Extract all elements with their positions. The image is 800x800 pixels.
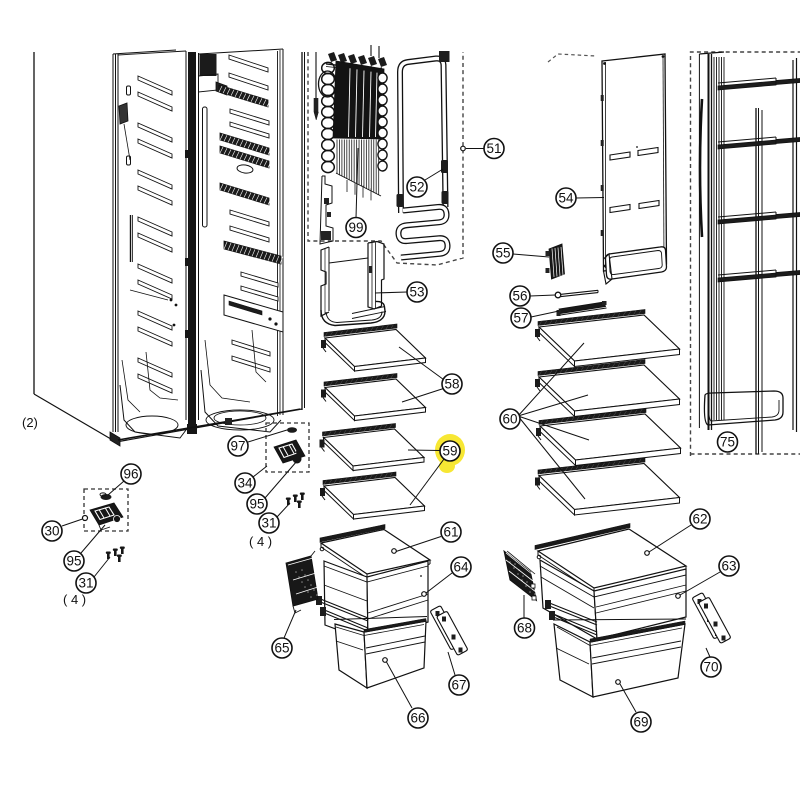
svg-text:57: 57 (513, 311, 528, 326)
svg-text:61: 61 (443, 525, 458, 540)
svg-text:68: 68 (517, 621, 532, 636)
svg-text:95: 95 (66, 554, 81, 569)
svg-text:67: 67 (451, 678, 466, 693)
svg-text:( 4 ): ( 4 ) (63, 592, 86, 607)
svg-text:34: 34 (237, 476, 253, 491)
svg-text:66: 66 (410, 711, 425, 726)
svg-text:(2): (2) (22, 415, 38, 430)
svg-text:30: 30 (44, 524, 59, 539)
svg-text:65: 65 (274, 641, 289, 656)
svg-text:99: 99 (348, 220, 363, 235)
svg-text:59: 59 (442, 444, 457, 459)
svg-text:60: 60 (502, 412, 517, 427)
svg-text:96: 96 (123, 467, 138, 482)
svg-text:97: 97 (230, 439, 245, 454)
svg-text:58: 58 (444, 377, 459, 392)
svg-text:62: 62 (692, 512, 707, 527)
svg-text:54: 54 (558, 191, 574, 206)
svg-text:63: 63 (721, 559, 736, 574)
svg-text:31: 31 (78, 576, 93, 591)
svg-text:31: 31 (261, 516, 276, 531)
svg-text:53: 53 (409, 285, 424, 300)
svg-text:64: 64 (453, 560, 469, 575)
svg-text:70: 70 (703, 660, 718, 675)
svg-text:( 4 ): ( 4 ) (249, 534, 272, 549)
svg-text:52: 52 (409, 180, 424, 195)
svg-text:75: 75 (720, 435, 735, 450)
svg-text:56: 56 (512, 289, 527, 304)
svg-text:69: 69 (633, 715, 648, 730)
svg-text:51: 51 (486, 141, 501, 156)
svg-text:95: 95 (249, 497, 264, 512)
svg-text:55: 55 (495, 246, 510, 261)
